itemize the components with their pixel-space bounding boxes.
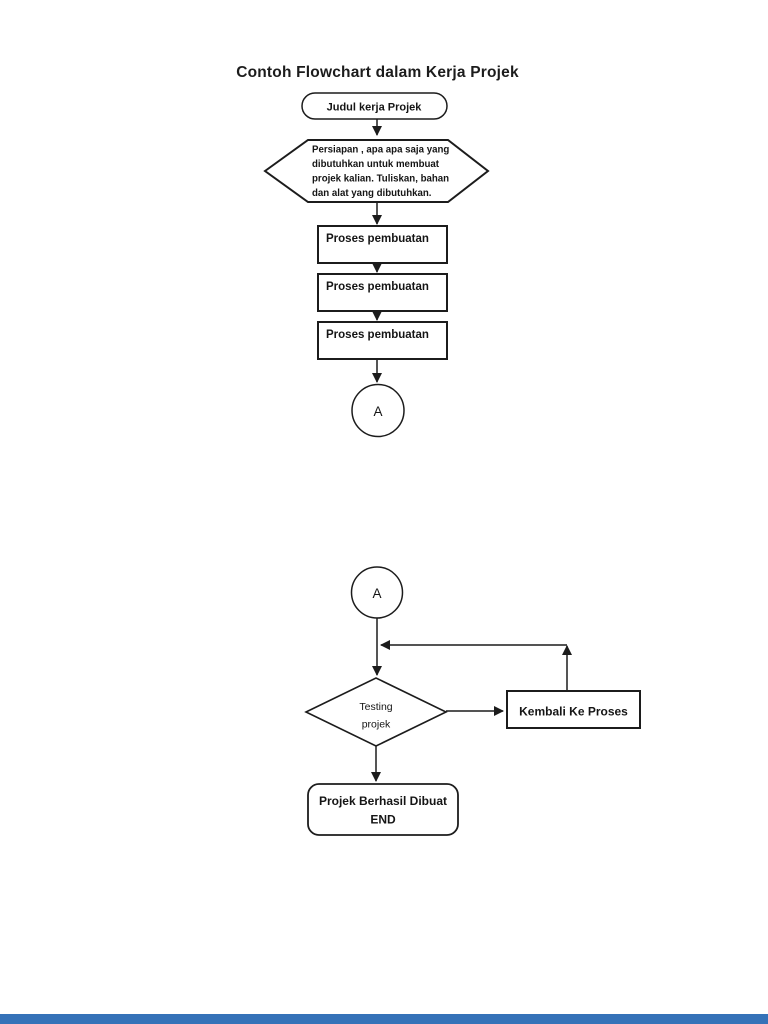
page-title: Contoh Flowchart dalam Kerja Projek bbox=[236, 64, 519, 81]
start-terminator-label: Judul kerja Projek bbox=[327, 102, 423, 114]
decision-diamond: Testing projek bbox=[304, 677, 448, 747]
connector-a-bottom-shape bbox=[350, 566, 404, 619]
connector-a-top-shape bbox=[351, 383, 405, 438]
process-box-3: Proses pembuatan bbox=[317, 321, 448, 360]
process-box-1-shape bbox=[317, 225, 448, 264]
decision-line-2: projek bbox=[362, 719, 391, 731]
loop-back-box-shape bbox=[506, 690, 641, 729]
process-box-3-label: Proses pembuatan bbox=[326, 329, 429, 341]
process-box-2: Proses pembuatan bbox=[317, 273, 448, 312]
end-terminator: Projek Berhasil Dibuat END bbox=[307, 783, 459, 836]
loop-back-box-label: Kembali Ke Proses bbox=[519, 705, 628, 719]
process-box-2-label: Proses pembuatan bbox=[326, 281, 429, 293]
start-terminator: Judul kerja Projek bbox=[301, 92, 448, 120]
process-box-1: Proses pembuatan bbox=[317, 225, 448, 264]
end-terminator-shape bbox=[307, 783, 459, 836]
end-line-1: Projek Berhasil Dibuat bbox=[319, 794, 447, 808]
connector-a-top: A bbox=[351, 383, 405, 438]
process-box-1-label: Proses pembuatan bbox=[326, 233, 429, 245]
preparation-line-2: dibutuhkan untuk membuat bbox=[312, 159, 440, 170]
connector-a-bottom: A bbox=[350, 566, 404, 619]
preparation-line-1: Persiapan , apa apa saja yang bbox=[312, 145, 449, 156]
connector-a-top-label: A bbox=[373, 404, 382, 419]
connector-a-bottom-label: A bbox=[372, 586, 381, 601]
preparation-hexagon-shape bbox=[263, 139, 490, 203]
end-line-2: END bbox=[370, 813, 396, 827]
decision-diamond-shape bbox=[304, 677, 448, 747]
loop-back-box: Kembali Ke Proses bbox=[506, 690, 641, 729]
preparation-line-4: dan alat yang dibutuhkan. bbox=[312, 188, 432, 199]
flow-connectors bbox=[371, 119, 572, 782]
decision-line-1: Testing bbox=[359, 701, 392, 713]
page-footer-strip bbox=[0, 1014, 768, 1024]
preparation-line-3: projek kalian. Tuliskan, bahan bbox=[312, 174, 449, 185]
process-box-3-shape bbox=[317, 321, 448, 360]
start-terminator-shape bbox=[301, 92, 448, 120]
process-box-2-shape bbox=[317, 273, 448, 312]
preparation-hexagon: Persiapan , apa apa saja yang dibutuhkan… bbox=[263, 139, 490, 203]
